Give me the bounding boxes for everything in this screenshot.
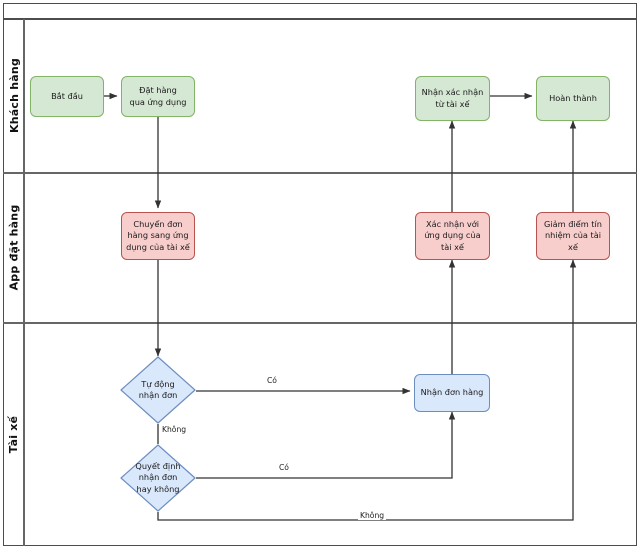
edge-label-auto-no: Không [160, 425, 189, 434]
node-accept-order[interactable]: Nhận đơn hàng [414, 374, 490, 412]
pool-header [3, 3, 637, 19]
edge-label-decide-yes: Có [277, 463, 291, 472]
lane-label-app-dat-hang: App đặt hàng [3, 172, 25, 322]
node-receive-confirmation[interactable]: Nhận xác nhận từ tài xế [415, 76, 490, 121]
node-transfer-order[interactable]: Chuyển đơn hàng sang ứng dụng của tài xế [121, 212, 195, 260]
node-complete[interactable]: Hoàn thành [536, 76, 610, 121]
edge-label-decide-no: Không [358, 511, 387, 520]
node-confirm-with-driver-app[interactable]: Xác nhận với ứng dụng của tài xế [415, 212, 490, 260]
lane-divider-1 [3, 172, 637, 174]
lane-label-column [3, 19, 25, 546]
lane-label-text: Khách hàng [7, 58, 21, 133]
node-start[interactable]: Bắt đầu [30, 76, 104, 117]
lane-label-tai-xe: Tài xế [3, 322, 25, 546]
diamond-shape [120, 356, 196, 424]
node-order-via-app[interactable]: Đặt hàng qua ứng dụng [121, 76, 195, 117]
node-decide-accept-decision[interactable]: Quyết định nhận đơn hay không [120, 444, 196, 512]
lane-divider-2 [3, 322, 637, 324]
node-reduce-trust-score[interactable]: Giảm điểm tín nhiệm của tài xế [536, 212, 610, 260]
lane-label-text: Tài xế [7, 415, 21, 453]
lane-label-khach-hang: Khách hàng [3, 19, 25, 172]
node-auto-accept-decision[interactable]: Tự động nhận đơn [120, 356, 196, 424]
lane-label-text: App đặt hàng [7, 204, 21, 290]
diamond-shape [120, 444, 196, 512]
edge-label-auto-yes: Có [265, 376, 279, 385]
